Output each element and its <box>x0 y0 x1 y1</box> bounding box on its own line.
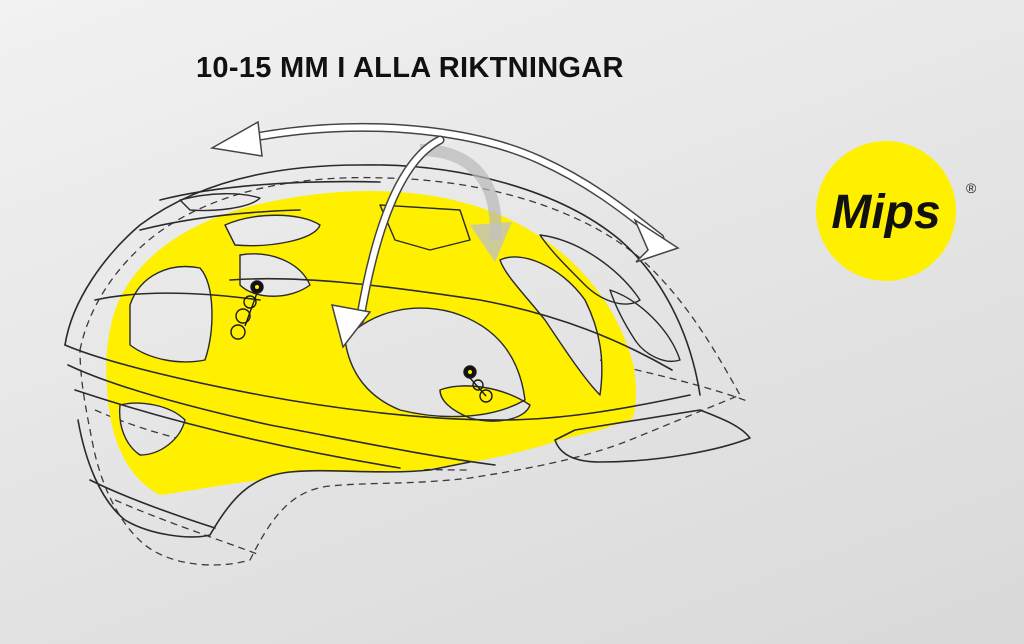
double-headed-arrow-icon <box>209 120 680 349</box>
anchor-pin-icon <box>230 280 264 340</box>
helmet-vents <box>118 193 681 456</box>
mips-liner <box>106 191 636 496</box>
helmet-shell <box>64 164 751 538</box>
anchor-pin-icon <box>463 365 493 403</box>
headline: 10-15 MM I ALLA RIKTNINGAR <box>196 52 624 84</box>
